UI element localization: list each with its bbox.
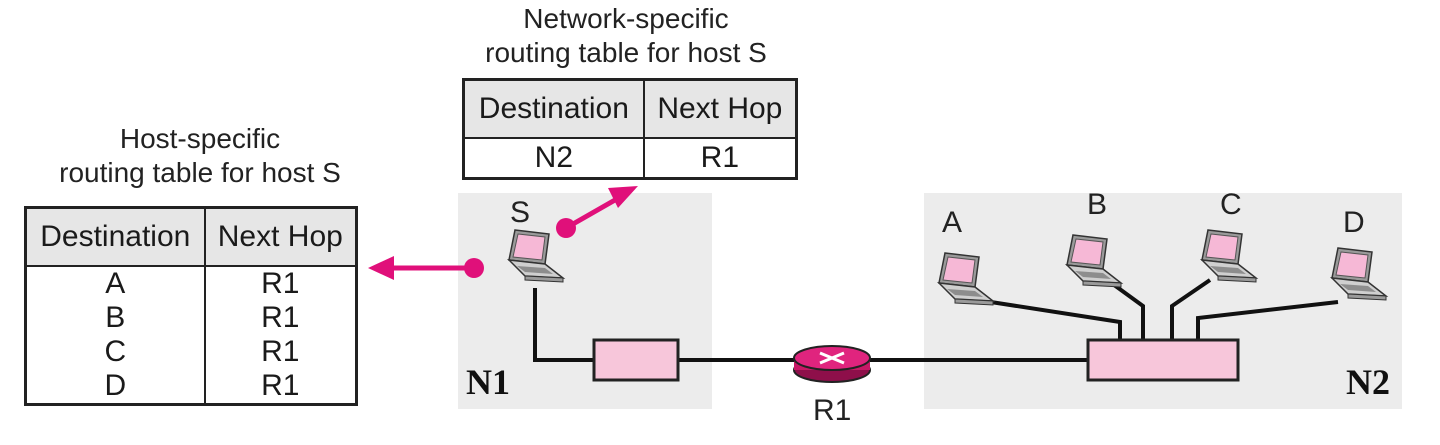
network-specific-caption-line1: Network-specific <box>523 3 729 34</box>
next-hop-header: Next Hop <box>642 78 798 139</box>
next-hop-cell: R1 <box>203 301 358 335</box>
destination-header: Destination <box>24 206 206 267</box>
table-row: A R1 <box>24 266 358 301</box>
host-specific-caption: Host-specific routing table for host S <box>20 122 380 190</box>
router-cross-icon <box>819 351 845 365</box>
table-row: B R1 <box>24 301 358 335</box>
cables <box>533 278 1339 362</box>
destination-cell: A <box>24 266 206 301</box>
router-r1 <box>793 345 871 383</box>
switch-n1 <box>592 338 680 382</box>
host-c-label: C <box>1220 188 1242 221</box>
host-s-label: S <box>510 196 530 229</box>
network-n1-label: N1 <box>466 362 510 402</box>
network-specific-routing-table: Destination Next Hop N2 R1 <box>462 78 798 180</box>
table-row: D R1 <box>24 369 358 405</box>
cable-a-to-switch-n2 <box>977 298 1122 342</box>
network-specific-caption-line2: routing table for host S <box>485 37 767 68</box>
host-specific-caption-line1: Host-specific <box>119 123 281 154</box>
destination-header: Destination <box>462 78 645 139</box>
next-hop-cell: R1 <box>203 266 358 301</box>
destination-cell: D <box>24 369 206 405</box>
cable-d-to-switch-n2 <box>1196 300 1339 342</box>
arrow-to-network-table <box>556 186 638 238</box>
next-hop-cell: R1 <box>203 335 358 369</box>
destination-cell: B <box>24 301 206 335</box>
table-row: N2 R1 <box>462 138 798 180</box>
host-specific-caption-line2: routing table for host S <box>59 157 341 188</box>
host-specific-routing-table: Destination Next Hop A R1 B R1 C R1 D R1 <box>24 206 358 406</box>
network-specific-caption: Network-specific routing table for host … <box>446 2 806 70</box>
table-row: C R1 <box>24 335 358 369</box>
destination-cell: N2 <box>462 138 645 180</box>
next-hop-cell: R1 <box>203 369 358 405</box>
destination-cell: C <box>24 335 206 369</box>
network-n2-label: N2 <box>1346 362 1390 402</box>
next-hop-cell: R1 <box>642 138 798 180</box>
router-r1-label: R1 <box>813 394 851 427</box>
host-d-label: D <box>1343 206 1365 239</box>
next-hop-header: Next Hop <box>203 206 358 267</box>
cable-b-to-switch-n2 <box>1108 280 1145 342</box>
host-a-label: A <box>942 206 962 239</box>
host-b-label: B <box>1087 188 1107 221</box>
cable-c-to-switch-n2 <box>1170 278 1212 342</box>
arrow-to-host-table <box>368 256 484 280</box>
cable-s-to-switch-n1 <box>533 288 596 362</box>
switch-n2 <box>1086 338 1240 382</box>
